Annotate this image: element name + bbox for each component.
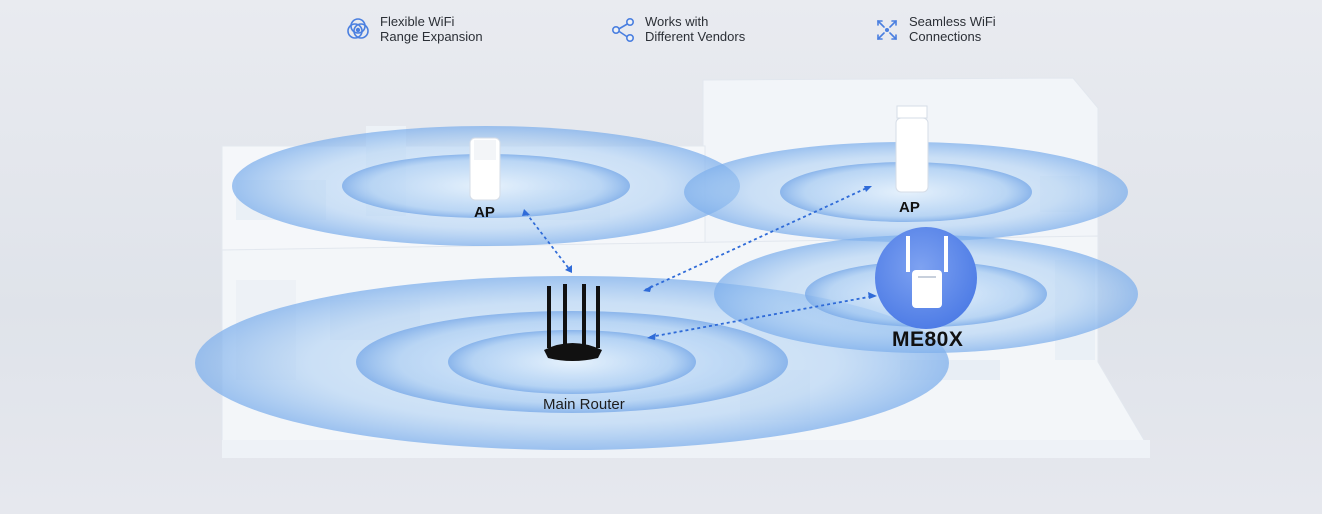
ap-right-device: [895, 105, 929, 193]
feature-3-line1: Seamless WiFi: [909, 14, 996, 29]
connection-lines: [525, 186, 875, 338]
main-router-device: [544, 284, 602, 361]
feature-seamless: Seamless WiFi Connections: [873, 14, 996, 44]
seamless-arrows-icon: [877, 20, 897, 40]
feature-row: Flexible WiFi Range Expansion Works with…: [0, 14, 1322, 54]
feature-1-line1: Flexible WiFi: [380, 14, 455, 29]
ap-left-device: [469, 137, 501, 201]
feature-3-line2: Connections: [909, 29, 982, 44]
feature-vendors: Works with Different Vendors: [609, 14, 745, 44]
arrow-heads: [522, 186, 877, 340]
ap-right-label: AP: [899, 199, 920, 216]
ap-left-label: AP: [474, 204, 495, 221]
me80x-label: ME80X: [892, 328, 964, 351]
feature-2-line2: Different Vendors: [645, 29, 746, 44]
feature-2-line1: Works with: [645, 14, 709, 29]
share-vendors-icon: [611, 17, 634, 42]
wifi-range-icon: [347, 18, 369, 39]
main-router-label: Main Router: [543, 396, 625, 413]
feature-1-line2: Range Expansion: [380, 29, 483, 44]
me80x-device: [875, 227, 977, 329]
feature-range-expansion: Flexible WiFi Range Expansion: [344, 14, 483, 44]
